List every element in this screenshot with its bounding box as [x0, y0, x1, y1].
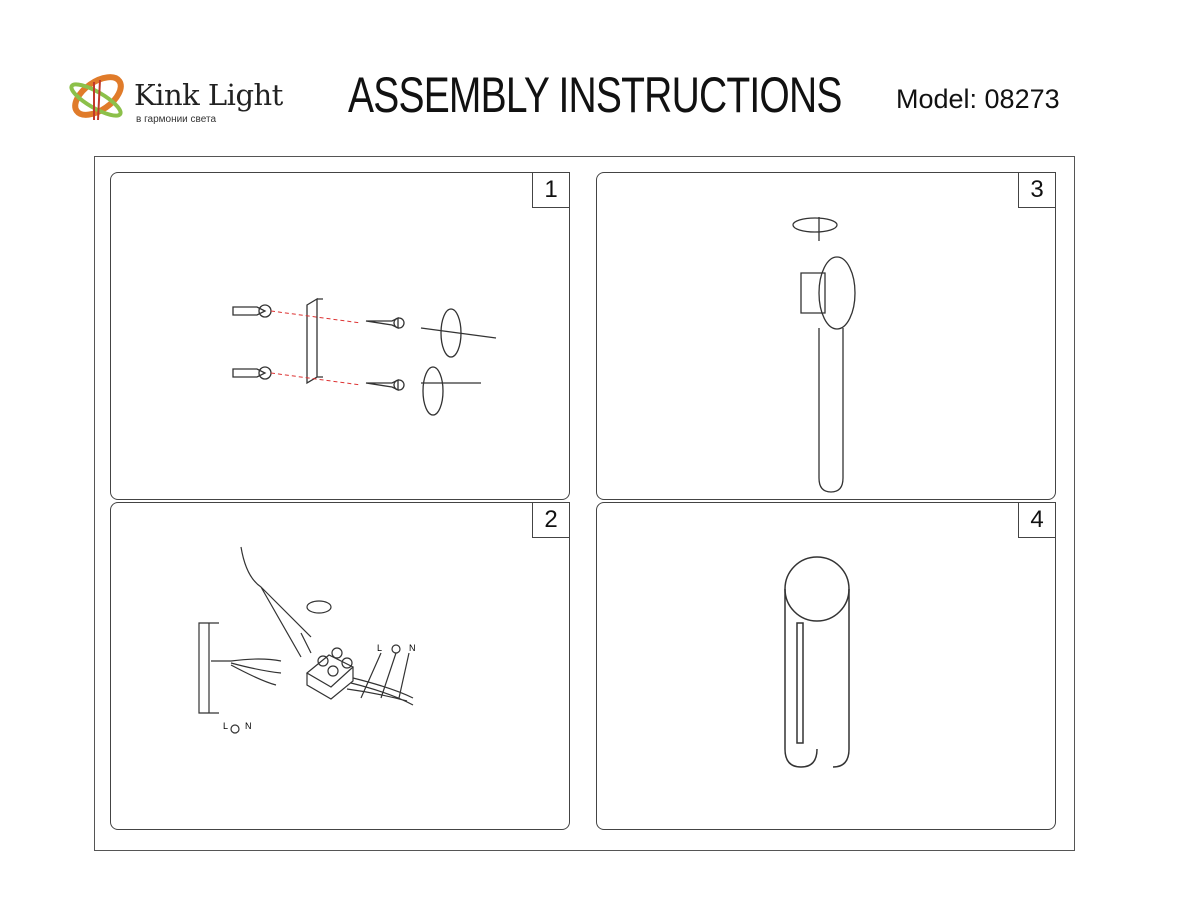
- step-number: 4: [1018, 502, 1056, 538]
- model-number: Model: 08273: [896, 84, 1060, 114]
- instructions-frame: [94, 156, 1075, 851]
- step-2-panel: 2 L N L N: [110, 502, 570, 830]
- wiring-diagram: L N L N: [198, 546, 416, 734]
- brand-logo-icon: [69, 74, 124, 121]
- assembled-fixture-diagram: [784, 556, 850, 768]
- step-4-panel: 4: [596, 502, 1056, 830]
- step-number: 3: [1018, 172, 1056, 208]
- step-number: 2: [532, 502, 570, 538]
- fixture-mounting-diagram: [792, 217, 856, 493]
- wire-label-live: L: [377, 643, 382, 653]
- brand-name: Kink Light: [134, 78, 283, 112]
- wire-label-live: L: [223, 721, 228, 731]
- step-1-panel: 1: [110, 172, 570, 500]
- brand-tagline: в гармонии света: [136, 114, 217, 125]
- page-title: ASSEMBLY INSTRUCTIONS: [348, 67, 842, 123]
- step-3-panel: 3: [596, 172, 1056, 500]
- wire-label-neutral: N: [245, 721, 252, 731]
- step-number: 1: [532, 172, 570, 208]
- mounting-bracket-diagram: [232, 297, 497, 416]
- wire-label-neutral: N: [409, 643, 416, 653]
